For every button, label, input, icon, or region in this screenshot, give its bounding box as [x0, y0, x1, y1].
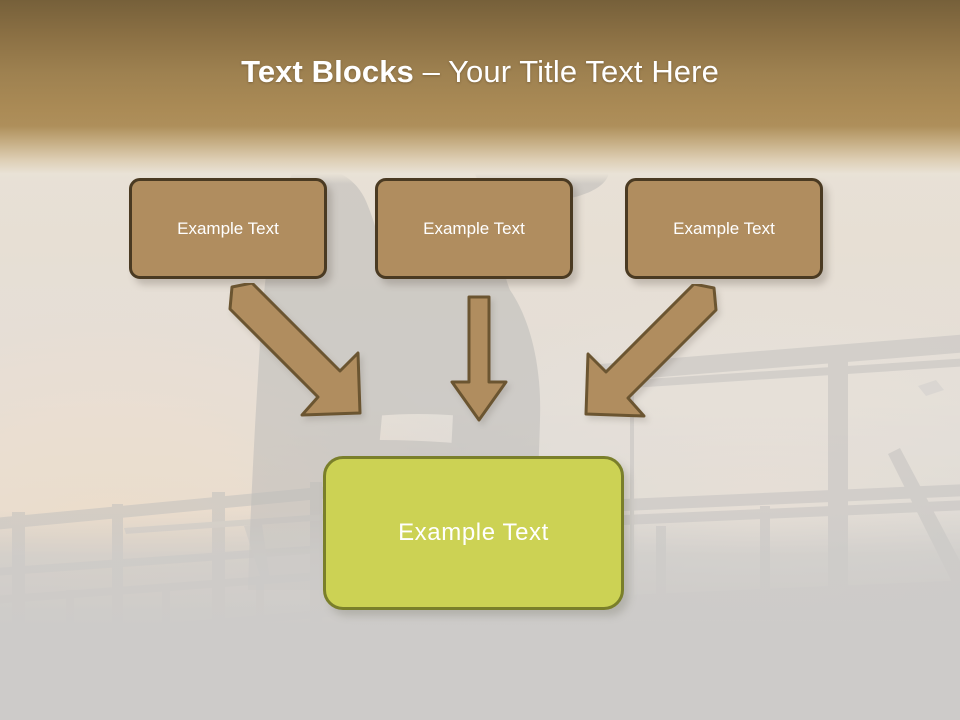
text-block-3-label: Example Text	[673, 218, 775, 238]
arrow-down-icon	[448, 294, 510, 424]
page-title-strong: Text Blocks	[241, 54, 414, 89]
text-block-1-label: Example Text	[177, 218, 279, 238]
result-text-block-label: Example Text	[398, 519, 549, 546]
text-block-1[interactable]: Example Text	[129, 178, 327, 279]
page-title-light: – Your Title Text Here	[413, 54, 719, 89]
text-block-2-label: Example Text	[423, 218, 525, 238]
page-title: Text Blocks – Your Title Text Here	[0, 52, 960, 92]
result-text-block[interactable]: Example Text	[323, 456, 624, 610]
header-fade	[0, 126, 960, 184]
text-block-3[interactable]: Example Text	[625, 178, 823, 279]
arrow-down-right-icon	[218, 283, 368, 429]
header-band	[0, 0, 960, 126]
text-block-2[interactable]: Example Text	[375, 178, 573, 279]
arrow-down-left-icon	[578, 284, 728, 430]
